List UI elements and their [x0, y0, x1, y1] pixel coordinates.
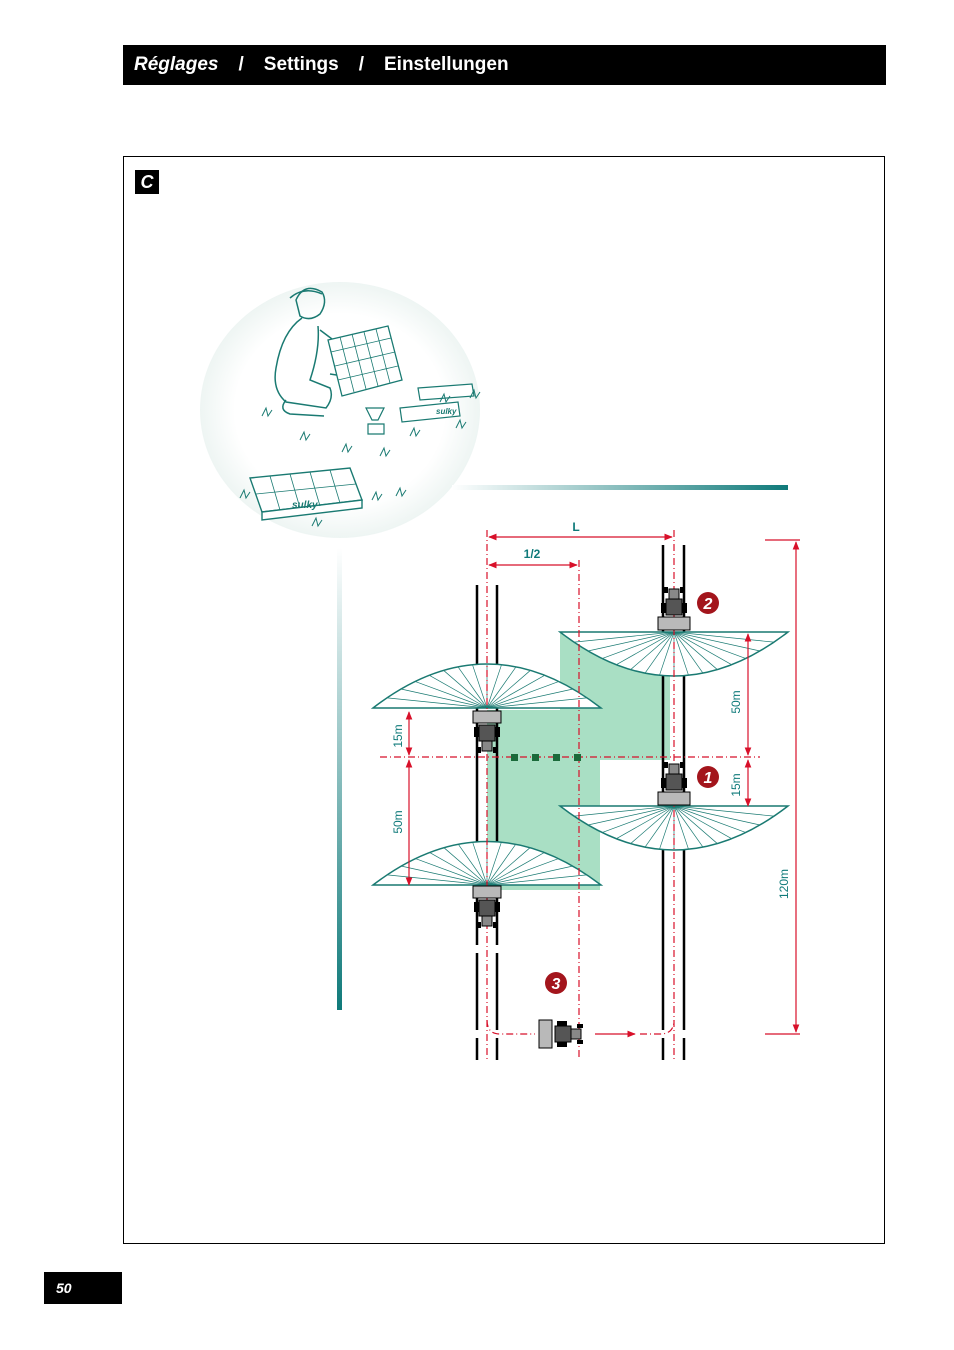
label-right-distance: 50m — [729, 690, 743, 713]
marker-1: 1 — [697, 766, 719, 788]
fan-ray — [673, 631, 732, 665]
fan-ray — [645, 805, 675, 847]
page-header: Réglages / Settings / Einstellungen — [123, 45, 886, 85]
tractor-1-icon — [657, 762, 691, 806]
fan-ray — [486, 852, 545, 886]
fan-ray — [659, 805, 675, 849]
fan-ray — [673, 805, 746, 833]
fan-ray — [645, 631, 675, 673]
fan-ray — [673, 631, 774, 643]
fan-ray — [486, 865, 573, 886]
fan-ray — [486, 667, 516, 709]
fan-ray — [659, 631, 675, 675]
marker-2: 2 — [697, 592, 719, 614]
fan-ray — [472, 842, 488, 886]
label-total-length: 120m — [777, 869, 791, 899]
dimension-arrows — [405, 533, 800, 1038]
collection-tray — [532, 754, 539, 761]
fan-ray — [616, 805, 675, 839]
fan-ray — [486, 844, 516, 886]
marker-3-label: 3 — [552, 976, 561, 993]
fan-ray — [631, 805, 675, 844]
header-separator-2: / — [358, 54, 364, 75]
fan-ray — [673, 631, 703, 673]
fan-ray — [574, 805, 675, 817]
fan-ray — [472, 665, 488, 709]
marker-3: 3 — [545, 972, 567, 994]
fan-ray — [458, 667, 488, 709]
fan-ray — [415, 681, 488, 709]
collection-tray — [553, 754, 560, 761]
fan-ray — [588, 805, 675, 826]
turn-path-left — [486, 1019, 535, 1035]
fan-ray — [486, 688, 573, 709]
turn-path-right — [640, 1019, 675, 1035]
fan-ray — [574, 631, 675, 643]
header-title-fr: Réglages — [134, 54, 219, 75]
fan-ray — [486, 675, 545, 709]
tractor-lower-left-icon — [472, 885, 502, 928]
label-width-L: L — [572, 520, 579, 534]
fan-ray — [429, 675, 488, 709]
fan-ray — [486, 681, 559, 709]
fan-ray — [401, 688, 488, 709]
label-right-gap: 15m — [729, 773, 743, 796]
fan-ray — [673, 631, 746, 659]
fan-ray — [673, 805, 760, 826]
fan-ray — [486, 858, 559, 886]
fan-ray — [486, 665, 502, 709]
page-number: 50 — [44, 1272, 122, 1304]
fan-rays — [373, 631, 788, 886]
fan-ray — [401, 865, 488, 886]
tractor-upper-left-icon — [472, 710, 502, 753]
content-frame — [123, 156, 885, 1244]
fan-ray — [673, 805, 732, 839]
fan-ray — [588, 631, 675, 652]
fan-ray — [631, 631, 675, 670]
fan-ray — [486, 847, 530, 886]
marker-1-label: 1 — [704, 770, 713, 787]
horizontal-gradient-bar — [452, 485, 788, 490]
collection-tray — [574, 754, 581, 761]
fan-ray — [486, 842, 502, 886]
label-upper-gap: 15m — [391, 724, 405, 747]
fan-ray — [486, 697, 587, 709]
fan-ray — [415, 858, 488, 886]
fan-ray — [486, 670, 530, 709]
label-upper-distance: 50m — [391, 810, 405, 833]
label-half-width: 1/2 — [524, 547, 541, 561]
header-separator-1: / — [238, 54, 244, 75]
brand-text-large: sulky — [292, 500, 318, 511]
header-title-de: Einstellungen — [384, 54, 509, 75]
fan-ray — [444, 670, 488, 709]
fan-ray — [458, 844, 488, 886]
brand-text-small: sulky — [436, 407, 457, 416]
marker-2-label: 2 — [703, 596, 713, 613]
fan-ray — [673, 805, 717, 844]
fan-ray — [602, 631, 675, 659]
collection-tray — [511, 754, 518, 761]
fan-ray — [444, 847, 488, 886]
fan-ray — [429, 852, 488, 886]
tray-illustration: sulky sulky — [200, 282, 481, 538]
tractor-3-icon — [538, 1019, 583, 1049]
fan-ray — [673, 805, 703, 847]
tractor-2-icon — [657, 587, 691, 631]
fan-ray — [616, 631, 675, 665]
fan-ray — [673, 631, 689, 675]
fan-ray — [486, 874, 587, 886]
fan-ray — [602, 805, 675, 833]
fan-ray — [673, 631, 717, 670]
vertical-gradient-bar — [337, 548, 342, 1010]
fan-ray — [387, 874, 488, 886]
collection-trays — [511, 754, 581, 761]
fan-ray — [673, 805, 689, 849]
fan-ray — [673, 805, 774, 817]
section-badge: C — [135, 170, 159, 194]
header-title-en: Settings — [263, 54, 339, 75]
fan-ray — [387, 697, 488, 709]
